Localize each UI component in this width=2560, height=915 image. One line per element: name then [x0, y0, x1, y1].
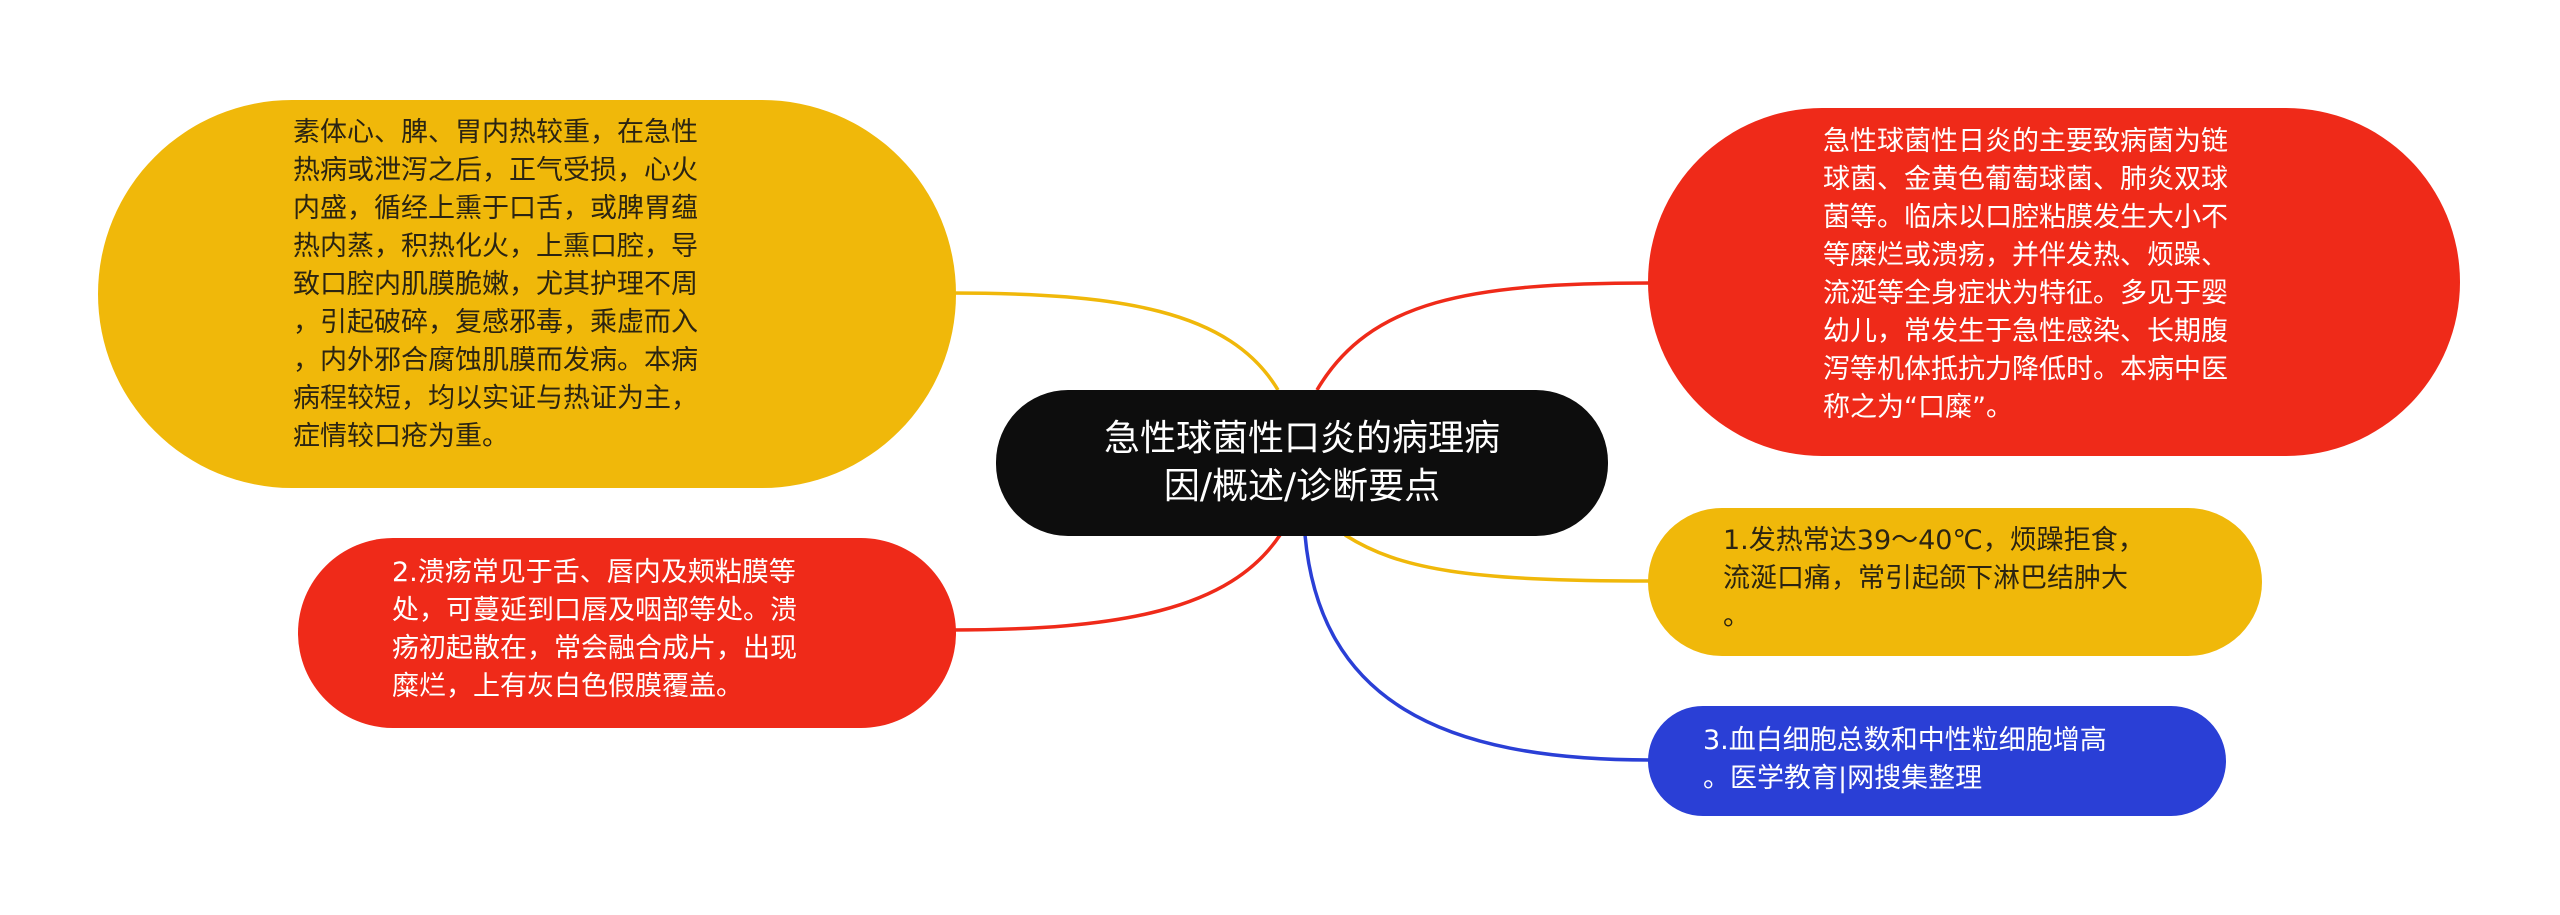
branch-node-diagnosis-1[interactable]: 1.发热常达39～40℃，烦躁拒食， 流涎口痛，常引起颌下淋巴结肿大 。: [1648, 508, 2262, 656]
central-topic-node[interactable]: 急性球菌性口炎的病理病 因/概述/诊断要点: [996, 390, 1608, 536]
connector-diagnosis-1: [1344, 533, 1651, 583]
branch-text-etiology: 素体心、脾、胃内热较重，在急性 热病或泄泻之后，正气受损，心火 内盛，循经上熏于…: [293, 117, 698, 452]
branch-node-diagnosis-2[interactable]: 2.溃疡常见于舌、唇内及颊粘膜等 处，可蔓延到口唇及咽部等处。溃 疡初起散在，常…: [298, 538, 956, 728]
branch-text-overview: 急性球菌性日炎的主要致病菌为链 球菌、金黄色葡萄球菌、肺炎双球 菌等。临床以口腔…: [1823, 126, 2228, 423]
branch-text-diagnosis-1: 1.发热常达39～40℃，烦躁拒食， 流涎口痛，常引起颌下淋巴结肿大 。: [1723, 525, 2145, 632]
connector-diagnosis-3: [1303, 534, 1651, 762]
connector-diagnosis-2: [949, 534, 1282, 632]
branch-text-diagnosis-2: 2.溃疡常见于舌、唇内及颊粘膜等 处，可蔓延到口唇及咽部等处。溃 疡初起散在，常…: [392, 557, 797, 702]
branch-node-diagnosis-3[interactable]: 3.血白细胞总数和中性粒细胞增高 。医学教育|网搜集整理: [1648, 706, 2226, 816]
branch-node-etiology[interactable]: 素体心、脾、胃内热较重，在急性 热病或泄泻之后，正气受损，心火 内盛，循经上熏于…: [98, 100, 956, 488]
connector-overview: [1315, 281, 1651, 391]
central-topic-text: 急性球菌性口炎的病理病 因/概述/诊断要点: [1103, 418, 1500, 507]
branch-text-diagnosis-3: 3.血白细胞总数和中性粒细胞增高 。医学教育|网搜集整理: [1703, 725, 2107, 794]
branch-node-overview[interactable]: 急性球菌性日炎的主要致病菌为链 球菌、金黄色葡萄球菌、肺炎双球 菌等。临床以口腔…: [1648, 108, 2460, 456]
connector-etiology: [949, 291, 1280, 391]
